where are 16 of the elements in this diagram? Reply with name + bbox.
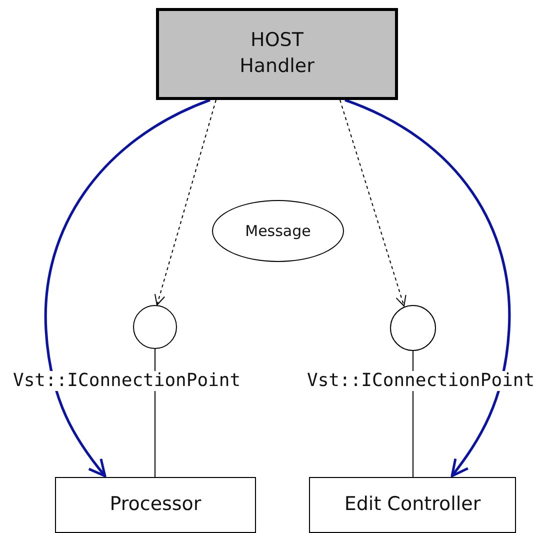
component-box	[55, 477, 256, 533]
node-label: Message	[245, 220, 311, 242]
node-label: Edit Controller	[344, 492, 481, 518]
host-label: HOST	[250, 28, 304, 54]
arrow	[154, 100, 216, 306]
arrow	[340, 100, 406, 306]
interface-circle	[133, 305, 177, 349]
interface-label: Vst::IConnectionPoint	[307, 371, 535, 391]
component-box	[309, 477, 516, 533]
host-label: Handler	[240, 54, 314, 79]
arrow	[44, 98, 210, 478]
interface-label: Vst::IConnectionPoint	[13, 371, 241, 391]
node-label: Processor	[110, 492, 202, 518]
arrow	[344, 98, 510, 478]
host-box	[156, 8, 398, 100]
interface-circle	[390, 305, 436, 351]
